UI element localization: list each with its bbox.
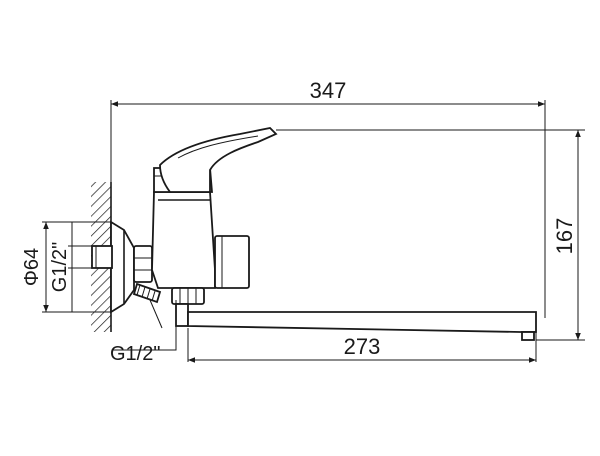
wall-flange [110,220,135,314]
height-label: 167 [552,218,577,255]
flange-diameter-label: Φ64 [21,248,43,286]
spout-length-label: 273 [344,334,381,359]
outlet-thread-label: G1/2" [110,343,160,365]
dimension-flange-diameter: Φ64 [21,222,49,312]
dimension-overall-length: 347 [111,78,545,107]
dimension-height: 167 [552,130,581,340]
inlet-nut [133,245,153,283]
diverter-block [214,235,250,289]
eccentric-connector [132,282,162,304]
lever-handle [159,127,278,193]
dimension-spout-length: 273 [188,334,536,363]
overall-length-label: 347 [310,78,347,103]
inlet-pipe [91,245,113,269]
valve-body [151,191,216,289]
inlet-thread-label: G1/2" [49,242,71,292]
dimension-inlet-thread: G1/2" [49,222,73,312]
outlet-thread-leader: G1/2" [110,299,177,365]
